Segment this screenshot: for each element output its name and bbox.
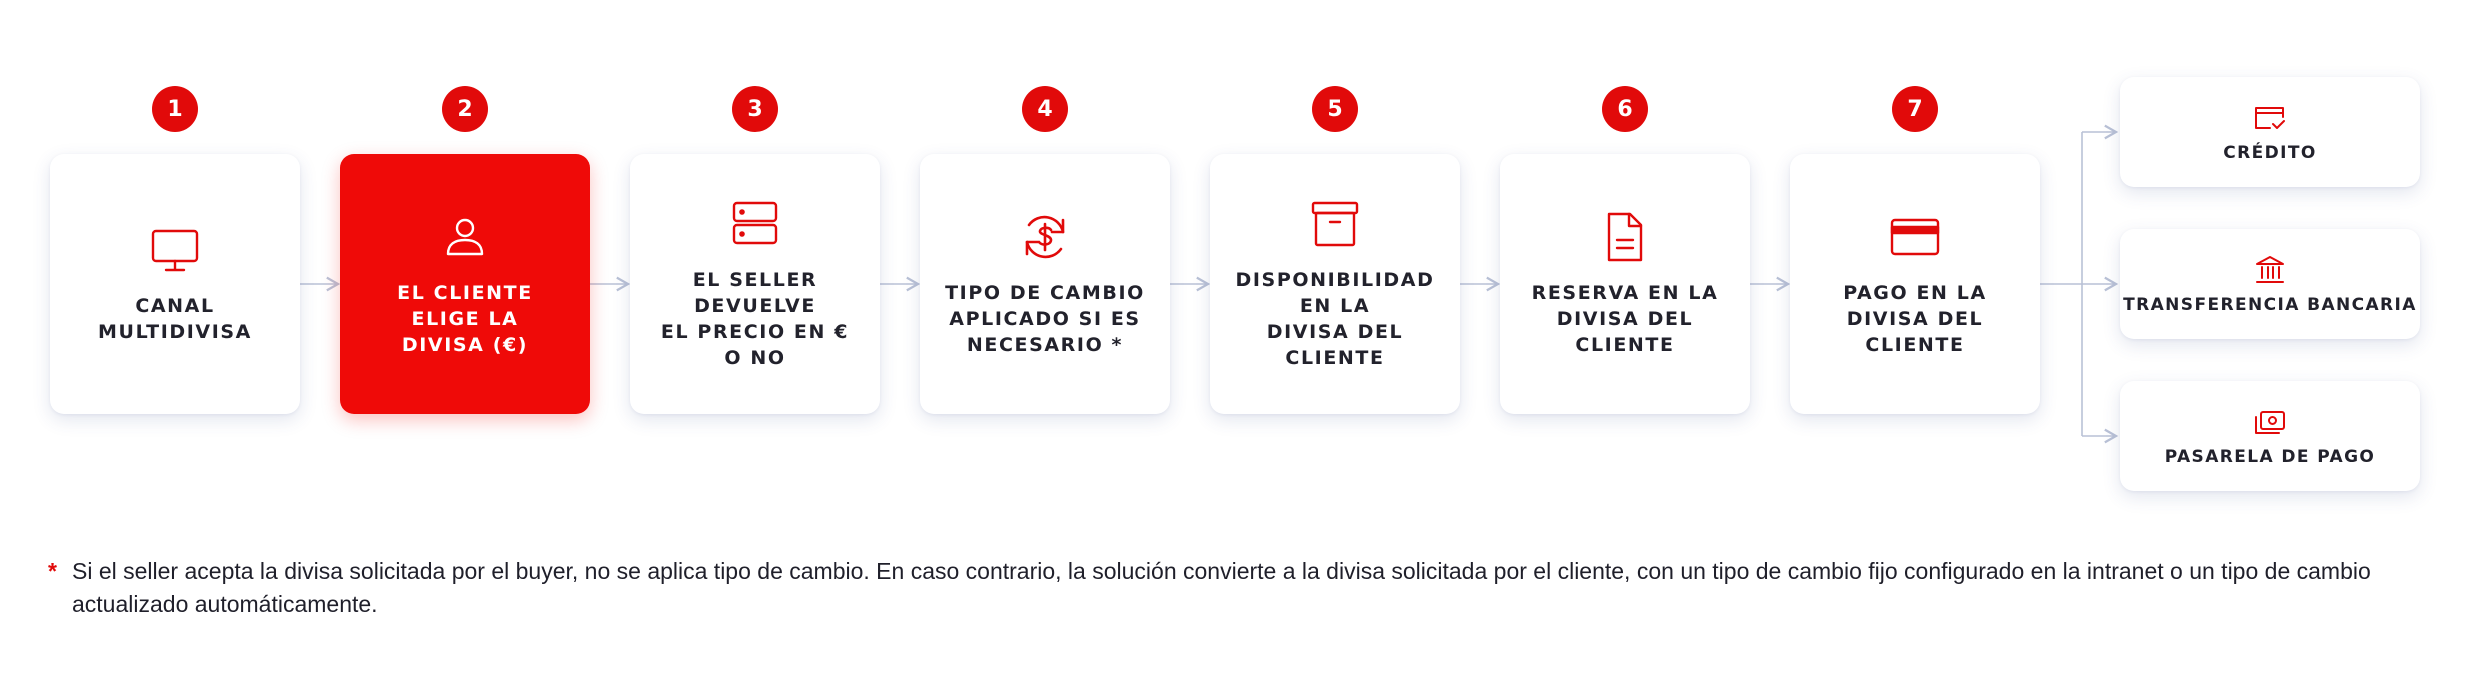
payment-label-credito: CRÉDITO	[2223, 143, 2317, 163]
step-card-2: EL CLIENTE ELIGE LA DIVISA (€)	[340, 154, 590, 414]
step-card-7: PAGO EN LA DIVISA DEL CLIENTE	[1790, 154, 2040, 414]
document-icon	[1598, 210, 1652, 264]
branch-connector	[2040, 124, 2119, 444]
archive-box-icon	[1308, 197, 1362, 251]
step-badge-4: 4	[1022, 86, 1068, 132]
step-card-4: TIPO DE CAMBIO APLICADO SI ES NECESARIO …	[920, 154, 1170, 414]
monitor-icon	[148, 223, 202, 277]
step-card-5: DISPONIBILIDAD EN LA DIVISA DEL CLIENTE	[1210, 154, 1460, 414]
credit-check-icon	[2253, 101, 2287, 135]
step-badge-5: 5	[1312, 86, 1358, 132]
step-card-6: RESERVA EN LA DIVISA DEL CLIENTE	[1500, 154, 1750, 414]
step-badge-1: 1	[152, 86, 198, 132]
step-label-7: PAGO EN LA DIVISA DEL CLIENTE	[1843, 282, 1987, 356]
payment-method-pasarela: PASARELA DE PAGO	[2120, 381, 2420, 491]
payment-method-transferencia: TRANSFERENCIA BANCARIA	[2120, 229, 2420, 339]
footnote-marker: *	[48, 558, 57, 584]
footnote: * Si el seller acepta la divisa solicita…	[48, 555, 2428, 621]
footnote-text: Si el seller acepta la divisa solicitada…	[72, 558, 2371, 617]
step-label-3: EL SELLER DEVUELVE EL PRECIO EN € O NO	[660, 269, 850, 369]
credit-card-icon	[1888, 210, 1942, 264]
step-card-1: CANAL MULTIDIVISA	[50, 154, 300, 414]
step-card-3: EL SELLER DEVUELVE EL PRECIO EN € O NO	[630, 154, 880, 414]
cash-icon	[2253, 405, 2287, 439]
step-label-2: EL CLIENTE ELIGE LA DIVISA (€)	[397, 282, 533, 356]
step-label-5: DISPONIBILIDAD EN LA DIVISA DEL CLIENTE	[1235, 269, 1435, 369]
step-badge-6: 6	[1602, 86, 1648, 132]
payment-label-pasarela: PASARELA DE PAGO	[2164, 447, 2376, 467]
step-badge-7: 7	[1892, 86, 1938, 132]
step-badge-3: 3	[732, 86, 778, 132]
user-icon	[438, 210, 492, 264]
step-badge-2: 2	[442, 86, 488, 132]
server-icon	[728, 197, 782, 251]
currency-exchange-icon	[1018, 210, 1072, 264]
payment-label-transferencia: TRANSFERENCIA BANCARIA	[2123, 295, 2417, 315]
step-label-4: TIPO DE CAMBIO APLICADO SI ES NECESARIO …	[945, 282, 1145, 356]
step-label-6: RESERVA EN LA DIVISA DEL CLIENTE	[1531, 282, 1719, 356]
payment-method-credito: CRÉDITO	[2120, 77, 2420, 187]
bank-icon	[2253, 253, 2287, 287]
step-label-1: CANAL MULTIDIVISA	[98, 295, 252, 343]
